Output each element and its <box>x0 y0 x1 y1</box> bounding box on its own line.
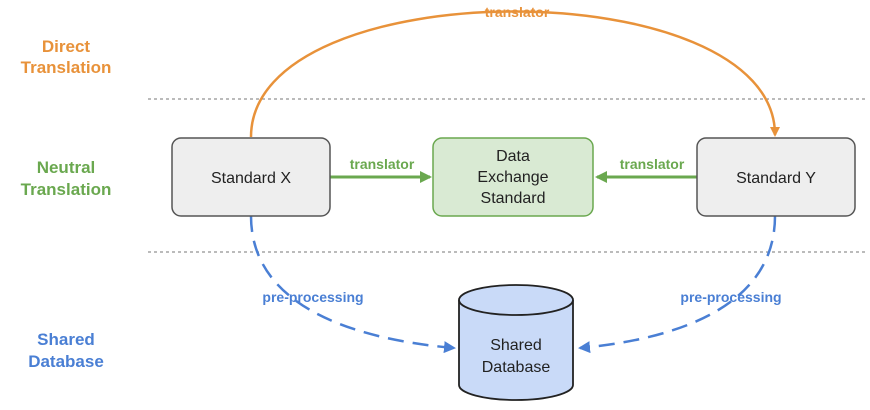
row-label-neutral-line2: Translation <box>21 180 112 199</box>
shared-arrow-left <box>249 215 456 354</box>
shared-preprocessing-label-right: pre-processing <box>680 289 781 305</box>
row-label-neutral-line1: Neutral <box>37 158 96 177</box>
shared-database-node: Shared Database <box>458 284 574 401</box>
standard-x-label: Standard X <box>211 170 291 187</box>
standard-y-node: Standard Y <box>696 137 856 217</box>
exchange-line2: Exchange <box>477 169 548 186</box>
row-label-shared-line2: Database <box>28 352 104 371</box>
shared-arrow-right <box>578 215 777 354</box>
direct-translator-label: translator <box>485 4 550 20</box>
row-label-shared-line1: Shared <box>37 330 95 349</box>
database-line2: Database <box>482 359 551 376</box>
row-label-direct: Direct Translation <box>21 37 112 77</box>
row-label-neutral: Neutral Translation <box>21 158 112 199</box>
row-label-direct-line2: Translation <box>21 58 112 77</box>
shared-preprocessing-label-left: pre-processing <box>262 289 363 305</box>
data-exchange-standard-node: Data Exchange Standard <box>432 137 594 217</box>
row-label-direct-line1: Direct <box>42 37 91 56</box>
standard-x-node: Standard X <box>171 137 331 217</box>
exchange-line3: Standard <box>481 190 546 207</box>
database-line1: Shared <box>490 337 542 354</box>
direct-translation-arrow <box>249 10 780 138</box>
neutral-translator-label-right: translator <box>620 156 685 172</box>
row-label-shared: Shared Database <box>28 330 104 371</box>
neutral-translator-label-left: translator <box>350 156 415 172</box>
standard-y-label: Standard Y <box>736 170 816 187</box>
exchange-line1: Data <box>496 148 530 165</box>
